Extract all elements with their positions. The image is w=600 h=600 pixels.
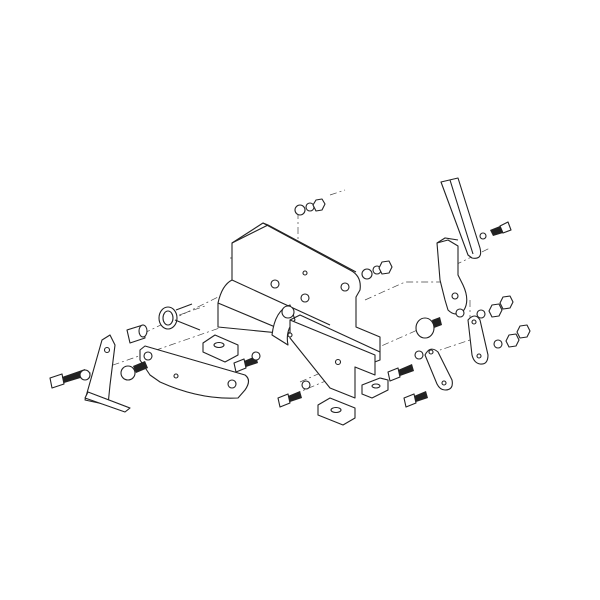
lever-plate (139, 345, 250, 399)
bolt (120, 361, 148, 381)
spring (158, 303, 201, 331)
bolt (277, 391, 302, 408)
bolt (387, 364, 414, 382)
bolt (403, 391, 428, 408)
pivot-pin (415, 317, 442, 339)
bushing (126, 324, 148, 344)
bolt (490, 221, 512, 236)
main-frame (202, 222, 389, 426)
stop-bracket (84, 334, 131, 413)
washers-and-nuts (79, 198, 531, 390)
link-plates (424, 315, 489, 391)
handle-arm (436, 177, 482, 318)
